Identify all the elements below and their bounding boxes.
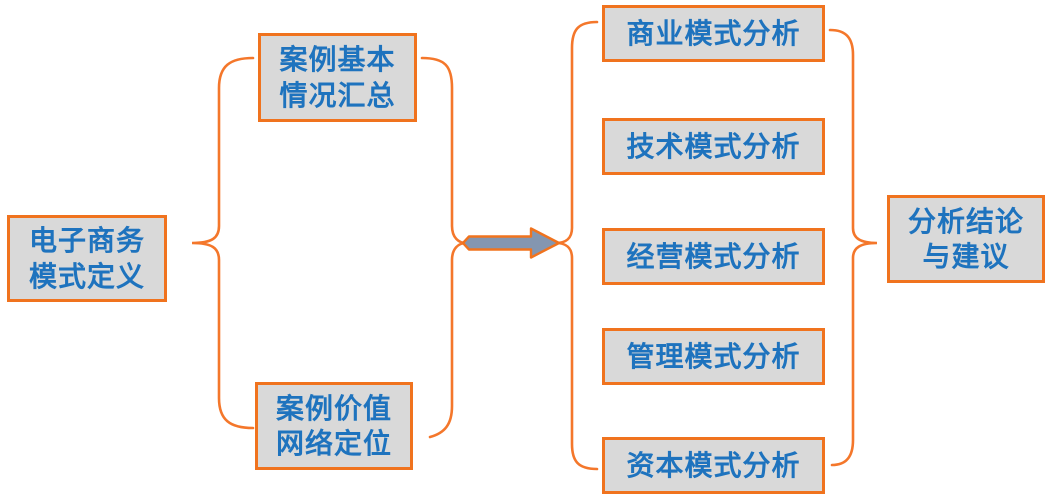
node-business-model-analysis: 商业模式分析 — [602, 5, 825, 62]
node-operation-model-analysis: 经营模式分析 — [602, 228, 825, 285]
node-label-line: 与建议 — [922, 241, 1010, 272]
node-label-line: 分析结论 — [907, 205, 1024, 237]
node-case-value-network: 案例价值 网络定位 — [255, 382, 413, 470]
node-label-line: 电子商务 — [28, 225, 145, 257]
open-brace-pair — [191, 56, 255, 430]
node-management-model-analysis: 管理模式分析 — [602, 328, 825, 385]
node-label: 资本模式分析 — [626, 449, 801, 481]
node-label-line: 案例基本 — [279, 44, 396, 76]
flow-arrow — [461, 227, 561, 259]
node-label: 技术模式分析 — [626, 130, 801, 162]
close-brace-group — [828, 28, 878, 467]
close-brace-pair — [420, 56, 467, 439]
node-analysis-conclusion: 分析结论 与建议 — [887, 195, 1045, 283]
node-technology-model-analysis: 技术模式分析 — [602, 118, 825, 175]
open-brace-group — [555, 20, 599, 471]
node-label: 管理模式分析 — [626, 340, 801, 372]
node-capital-model-analysis: 资本模式分析 — [602, 437, 825, 494]
node-label-line: 网络定位 — [275, 428, 392, 459]
node-label-line: 案例价值 — [275, 392, 392, 424]
node-ecommerce-model-definition: 电子商务 模式定义 — [7, 215, 167, 302]
node-label-line: 情况汇总 — [279, 79, 396, 111]
node-label: 商业模式分析 — [626, 17, 801, 49]
node-label: 经营模式分析 — [626, 240, 801, 272]
node-case-basic-summary: 案例基本 情况汇总 — [258, 33, 417, 122]
node-label-line: 模式定义 — [28, 260, 145, 292]
